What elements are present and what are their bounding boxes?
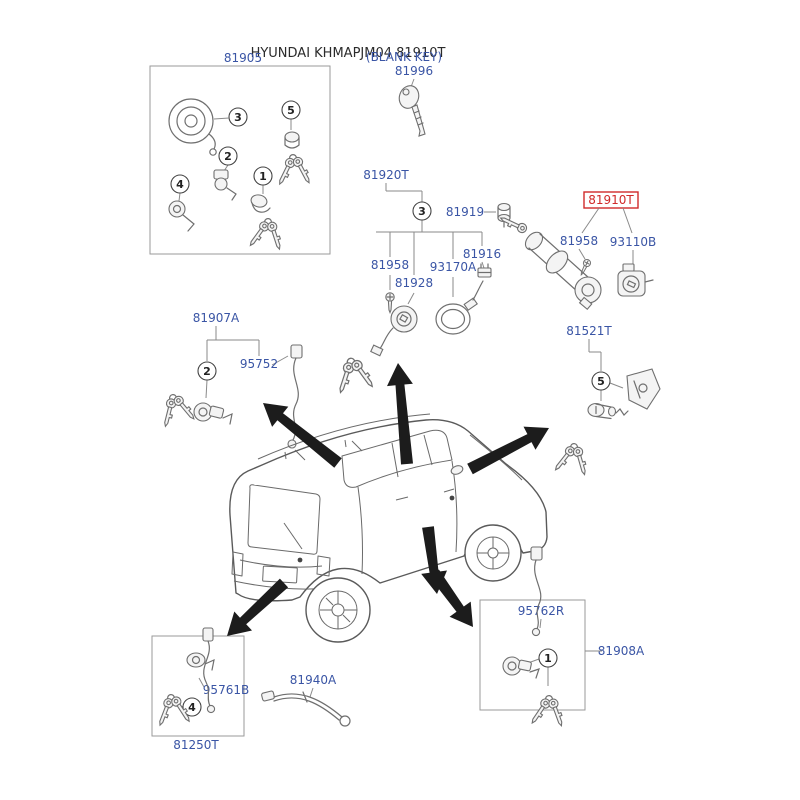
callout-2: 2 [218, 146, 238, 166]
glovebox-leader-lines [588, 339, 624, 401]
callout-1: 1 [538, 648, 558, 668]
hood-cable-leader-lines [309, 687, 314, 698]
part-label-93170A[interactable]: 93170A [430, 260, 477, 274]
part-label-81521T[interactable]: 81521T [566, 324, 612, 338]
lockset-box-outline [149, 65, 331, 255]
part-label-81919[interactable]: 81919 [446, 205, 484, 219]
part-label-81958-right[interactable]: 81958 [560, 234, 598, 248]
callout-5: 5 [281, 100, 301, 120]
right-door-keys-illustration [528, 693, 570, 729]
ignition-switch-illustration [370, 305, 418, 357]
callout-2: 2 [197, 361, 217, 381]
blank-key-illustration [398, 85, 426, 137]
callout-4: 4 [170, 174, 190, 194]
lock-point-dot [297, 557, 303, 563]
callout-3: 3 [228, 107, 248, 127]
part-label-95762R[interactable]: 95762R [518, 604, 565, 618]
part-label-81940A[interactable]: 81940A [290, 673, 337, 687]
direction-arrow [467, 426, 549, 475]
part-label-95761B[interactable]: 95761B [203, 683, 249, 697]
part-label-81908A[interactable]: 81908A [598, 644, 645, 658]
svg-text:4: 4 [176, 178, 184, 191]
ignition-keys-illustration [331, 355, 377, 395]
callout-5: 5 [591, 371, 611, 391]
svg-text:3: 3 [234, 111, 242, 124]
part-label-81920T[interactable]: 81920T [363, 168, 409, 182]
part-label-81907A[interactable]: 81907A [193, 311, 240, 325]
right-door-box-outline [479, 599, 586, 711]
glovebox-keys-illustration [551, 440, 594, 479]
direction-arrows [227, 363, 549, 636]
tailgate-lock-illustration [186, 652, 215, 671]
tailgate-cable-illustration [202, 627, 216, 714]
hood-cable-illustration [261, 690, 351, 727]
lock-actuator-illustration [213, 169, 237, 201]
tailgate-box-outline [151, 635, 245, 737]
svg-text:1: 1 [259, 170, 267, 183]
direction-arrow [227, 578, 289, 636]
left-door-keys-illustration [155, 390, 198, 429]
lock-lever-illustration [168, 200, 195, 232]
door-lock-keys-illustration [246, 194, 288, 253]
door-cable-right-illustration [530, 546, 543, 637]
part-label-81928[interactable]: 81928 [395, 276, 433, 290]
part-label-81250T[interactable]: 81250T [173, 738, 219, 752]
part-label-81958-left[interactable]: 81958 [371, 258, 409, 272]
striker-bracket-illustration [626, 368, 661, 410]
callout-3: 3 [412, 201, 432, 221]
ignition-group-leader-lines [376, 183, 496, 305]
screw-illustration [385, 292, 395, 314]
svg-text:2: 2 [203, 365, 211, 378]
vehicle-illustration [229, 413, 548, 643]
page-title: HYUNDAI KHMAPJM04 81910T [251, 46, 446, 61]
part-label-93110B[interactable]: 93110B [610, 235, 656, 249]
part-label-95752[interactable]: 95752 [240, 357, 278, 371]
right-door-leader-lines [527, 618, 602, 686]
svg-text:2: 2 [224, 150, 232, 163]
ignition-body-illustration [617, 263, 654, 297]
part-label-81910T[interactable]: 81910T [588, 193, 634, 207]
lock-point-dot [449, 495, 455, 501]
direction-arrow [263, 403, 342, 468]
lock-cylinder-small-illustration [276, 131, 314, 186]
door-lock-left-illustration [193, 402, 233, 425]
svg-text:4: 4 [188, 701, 196, 714]
svg-text:3: 3 [418, 205, 426, 218]
immobilizer-antenna-illustration [435, 280, 484, 335]
direction-arrow [429, 569, 473, 627]
steering-lock-leader-lines [578, 207, 634, 266]
steering-lock-illustration [498, 213, 602, 311]
part-label-81905[interactable]: 81905 [224, 51, 262, 65]
glovebox-lock-illustration [587, 402, 629, 420]
callout-1: 1 [253, 166, 273, 186]
left-door-leader-lines [205, 326, 289, 399]
selected-part-highlight [583, 191, 639, 209]
connector-illustration [477, 263, 492, 278]
svg-text:5: 5 [597, 375, 605, 388]
part-label-81916[interactable]: 81916 [463, 247, 501, 261]
svg-text:1: 1 [544, 652, 552, 665]
svg-text:5: 5 [287, 104, 295, 117]
door-lock-right-illustration [502, 656, 540, 679]
fuel-cap-illustration [168, 98, 217, 156]
blank-key-caption: (BLANK KEY) [366, 50, 442, 64]
direction-arrow [387, 363, 413, 465]
part-label-81996[interactable]: 81996 [395, 64, 433, 78]
